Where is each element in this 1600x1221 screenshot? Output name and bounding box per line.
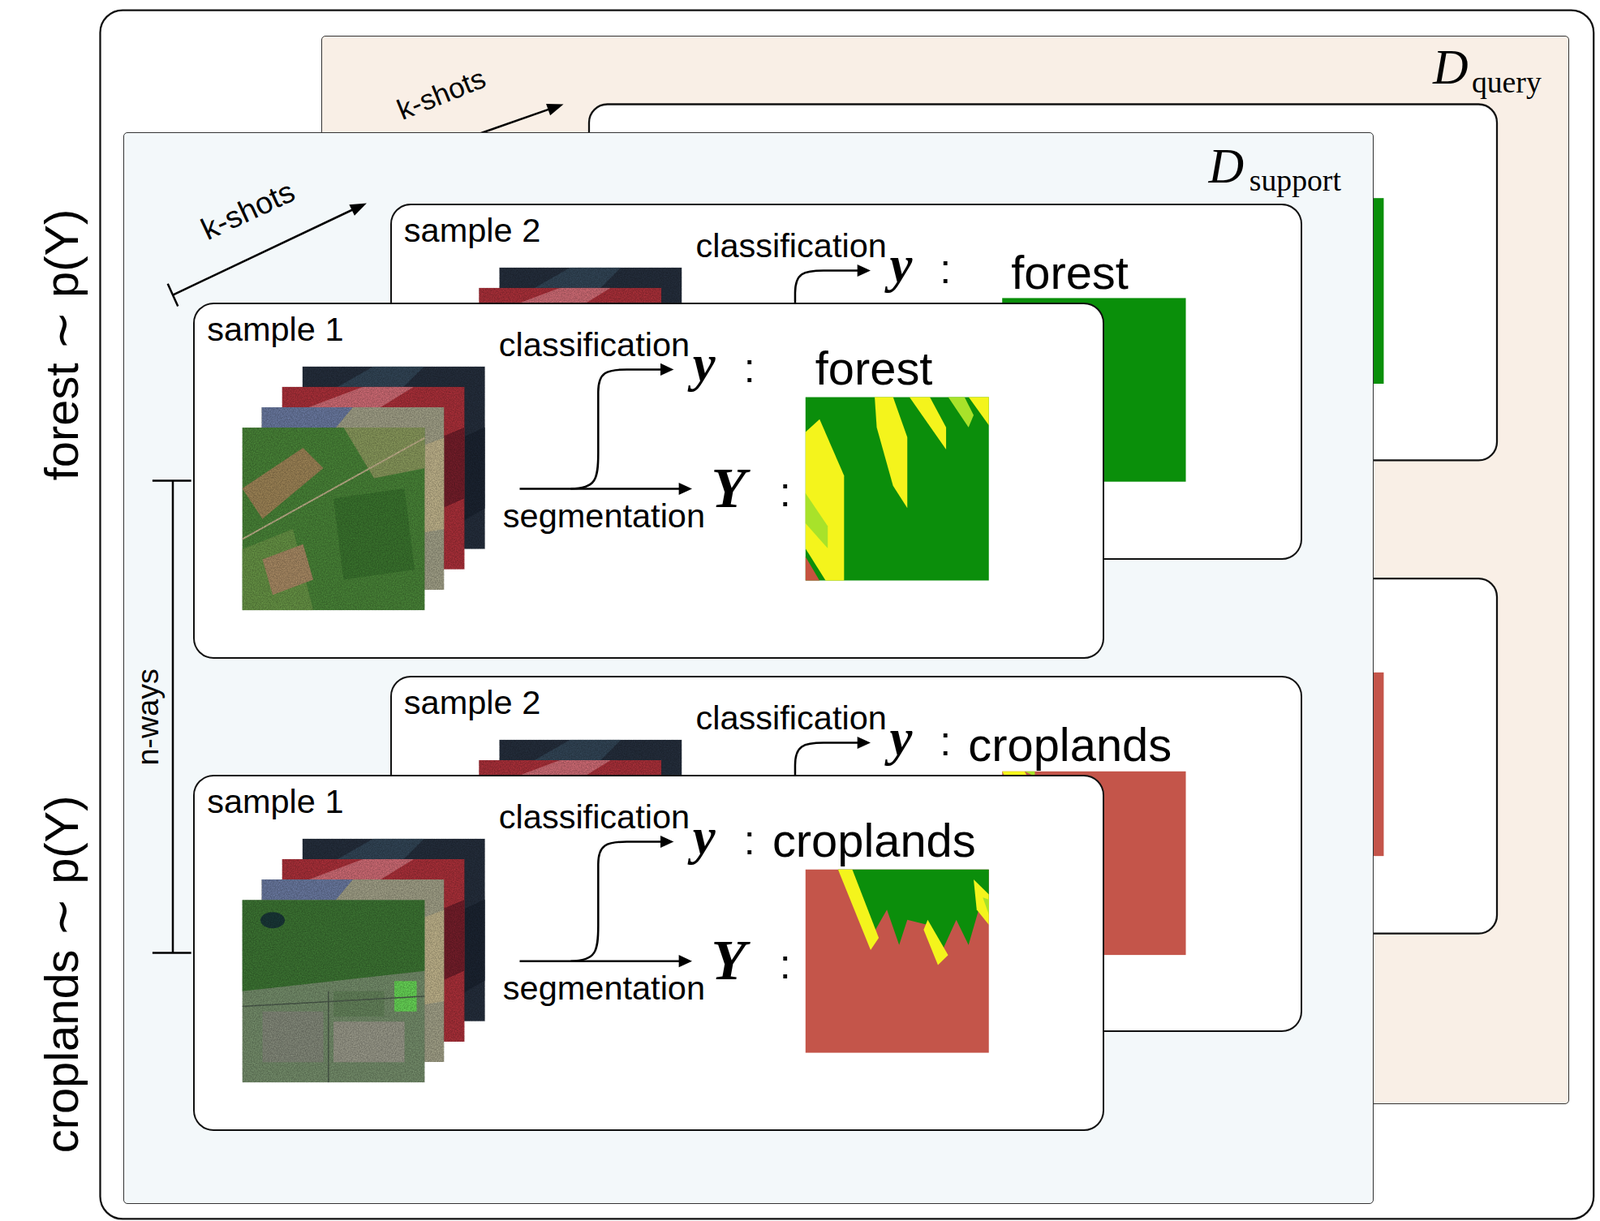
sample-content [241, 362, 989, 610]
class-prior-label: forest ∼ p(Y) [39, 209, 87, 482]
sample-title: sample 1 [206, 784, 344, 819]
class-name: croplands [967, 722, 1172, 770]
set-subscript: query [1471, 67, 1542, 99]
ways-bracket [152, 479, 192, 482]
sample-title: sample 2 [404, 213, 541, 248]
class-name: forest [815, 345, 934, 393]
class-prior-label: croplands ∼ p(Y) [39, 795, 87, 1154]
shots-arrow [478, 108, 551, 134]
shots-arrow [167, 283, 179, 307]
class-symbol: y [890, 712, 913, 764]
set-symbol: D [1208, 141, 1244, 191]
class-symbol: y [692, 811, 716, 863]
sample-content [570, 841, 663, 961]
mask-symbol: Y [710, 459, 746, 517]
sample-content [570, 369, 663, 489]
class-symbol: y [692, 338, 716, 390]
shots-arrow [349, 203, 368, 216]
colon: : [939, 721, 951, 762]
arrow-label: classification [696, 228, 887, 263]
colon: : [744, 820, 756, 861]
sample-content [804, 868, 989, 1053]
colon: : [779, 944, 792, 985]
class-name: croplands [772, 817, 977, 865]
sample-content [241, 427, 425, 611]
ways-bracket [172, 481, 175, 954]
shots-arrow [546, 103, 564, 116]
outer-frame-border [99, 10, 1594, 1220]
arrow-label: classification [498, 327, 690, 362]
class-name: forest [1010, 249, 1129, 297]
arrow-label: segmentation [503, 971, 706, 1006]
sample-content [856, 263, 870, 276]
sample-content [660, 362, 674, 375]
colon: : [939, 249, 951, 290]
sample-title: sample 1 [206, 312, 344, 347]
sample-content [678, 482, 692, 495]
set-symbol: D [1432, 43, 1469, 92]
sample-content [678, 954, 692, 968]
sample-content [519, 959, 681, 963]
arrow-label: classification [498, 800, 690, 835]
sample-content [519, 487, 681, 491]
sample-content [804, 396, 989, 581]
sample-card: sample 1 classificationy: croplands segment… [193, 774, 1105, 1132]
support-panel: Dsupport sample 2classificationy:forest … [123, 132, 1374, 1205]
colon: : [779, 472, 792, 513]
sample-content [241, 835, 989, 1083]
sample-title: sample 2 [404, 685, 541, 720]
shots-arrow [478, 103, 564, 134]
sample-content [241, 899, 425, 1083]
colon: : [744, 348, 756, 389]
class-symbol: y [890, 239, 913, 291]
sample-content [660, 835, 674, 848]
sample-card: sample 1 classificationy: forest segmentati… [193, 302, 1105, 659]
set-subscript: support [1249, 165, 1342, 197]
axis-label: n-ways [133, 668, 164, 766]
arrow-label: classification [696, 701, 887, 736]
mask-symbol: Y [710, 931, 746, 989]
ways-bracket [152, 951, 192, 955]
sample-content [856, 736, 870, 749]
arrow-label: segmentation [503, 498, 706, 534]
